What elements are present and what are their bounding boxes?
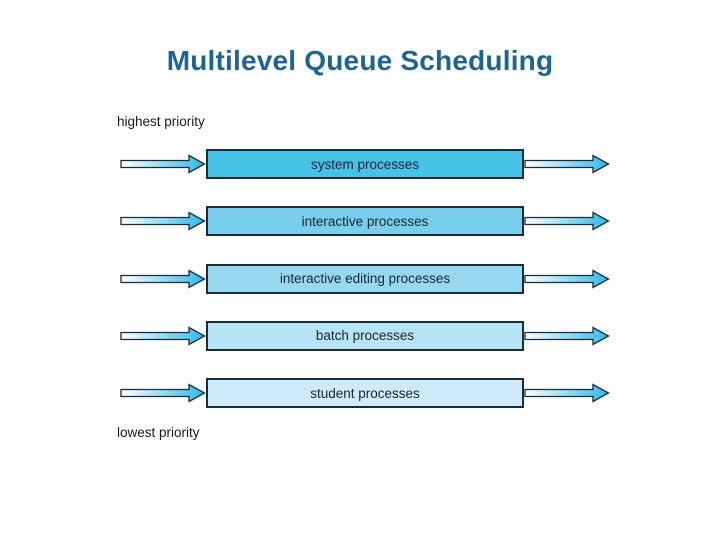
queue-box: batch processes	[206, 320, 524, 351]
lowest-priority-label: lowest priority	[117, 425, 200, 440]
highest-priority-label: highest priority	[117, 114, 205, 129]
queue-diagram: system processes interactive processes int…	[120, 0, 610, 540]
inbound-right-arrow-icon	[120, 211, 206, 231]
queue-box: interactive editing processes	[206, 263, 524, 294]
outbound-right-arrow-icon	[524, 383, 610, 403]
page-title: Multilevel Queue Scheduling	[166, 44, 554, 76]
queue-label: batch processes	[315, 328, 415, 344]
inbound-right-arrow-icon	[120, 326, 206, 346]
queue-label: interactive processes	[301, 213, 429, 229]
queue-row: batch processes	[120, 320, 610, 351]
queue-label: system processes	[310, 156, 420, 172]
inbound-right-arrow-icon	[120, 268, 206, 289]
queue-box: system processes	[206, 149, 524, 179]
queue-row: interactive processes	[120, 206, 610, 237]
queue-label: interactive editing processes	[279, 271, 451, 286]
queue-box: student processes	[206, 378, 524, 408]
queue-label: student processes	[310, 385, 420, 401]
queue-row: system processes	[120, 149, 610, 179]
inbound-right-arrow-icon	[120, 383, 206, 403]
outbound-right-arrow-icon	[524, 268, 610, 289]
inbound-right-arrow-icon	[120, 154, 206, 174]
outbound-right-arrow-icon	[524, 154, 610, 174]
outbound-right-arrow-icon	[524, 211, 610, 231]
queue-row: interactive editing processes	[120, 263, 610, 294]
queue-row: student processes	[120, 378, 610, 408]
outbound-right-arrow-icon	[524, 326, 610, 346]
queue-box: interactive processes	[206, 206, 524, 237]
